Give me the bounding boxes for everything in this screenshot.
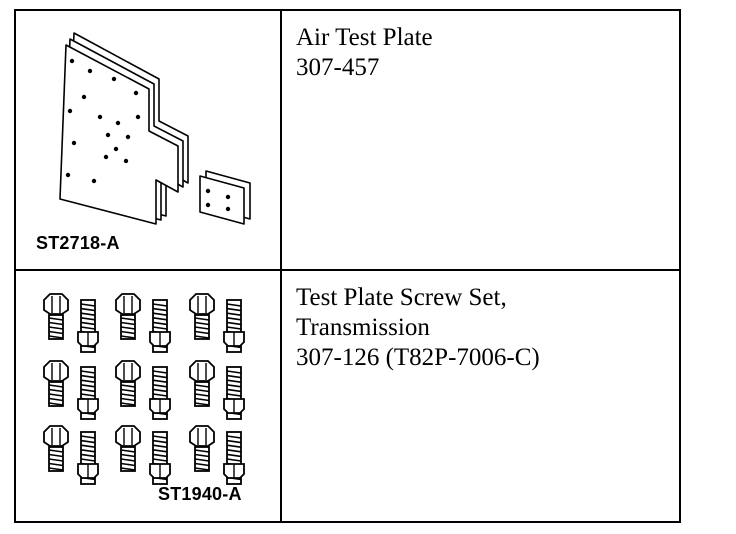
hex-bolt-icon <box>115 293 141 340</box>
threaded-screw-icon <box>77 299 99 353</box>
tool-number: 307-457 <box>296 54 380 81</box>
threaded-screw-icon <box>149 299 171 353</box>
hex-bolt-icon <box>43 293 69 340</box>
tool-row-screw-set: ST1940-A Test Plate Screw Set, Transmiss… <box>16 271 679 521</box>
tool-name-line-2: Transmission <box>296 314 430 341</box>
figure-label: ST1940-A <box>158 484 242 504</box>
threaded-screw-icon <box>223 431 245 485</box>
tool-row-air-test-plate: ST2718-A Air Test Plate 307-457 <box>16 11 679 271</box>
air-test-plate-icon <box>59 32 251 225</box>
threaded-screw-icon <box>223 366 245 420</box>
screw-set-icon <box>43 293 245 485</box>
threaded-screw-icon <box>77 366 99 420</box>
tool-description: Air Test Plate 307-457 <box>284 11 679 269</box>
tool-image-cell: ST1940-A <box>16 271 282 521</box>
threaded-screw-icon <box>149 431 171 485</box>
threaded-screw-icon <box>149 366 171 420</box>
tool-image-cell: ST2718-A <box>16 11 282 269</box>
hex-bolt-icon <box>189 293 215 340</box>
tool-name: Air Test Plate <box>296 24 433 51</box>
threaded-screw-icon <box>223 299 245 353</box>
tool-name-line-1: Test Plate Screw Set, <box>296 284 507 311</box>
threaded-screw-icon <box>77 431 99 485</box>
hex-bolt-icon <box>115 425 141 472</box>
tool-description: Test Plate Screw Set, Transmission 307-1… <box>284 271 679 521</box>
hex-bolt-icon <box>189 425 215 472</box>
tool-table: ST2718-A Air Test Plate 307-457 ST1940-A… <box>14 9 681 523</box>
figure-label: ST2718-A <box>36 233 120 253</box>
hex-bolt-icon <box>189 360 215 407</box>
hex-bolt-icon <box>43 425 69 472</box>
hex-bolt-icon <box>115 360 141 407</box>
hex-bolt-icon <box>43 360 69 407</box>
tool-number: 307-126 (T82P-7006-C) <box>296 344 540 371</box>
